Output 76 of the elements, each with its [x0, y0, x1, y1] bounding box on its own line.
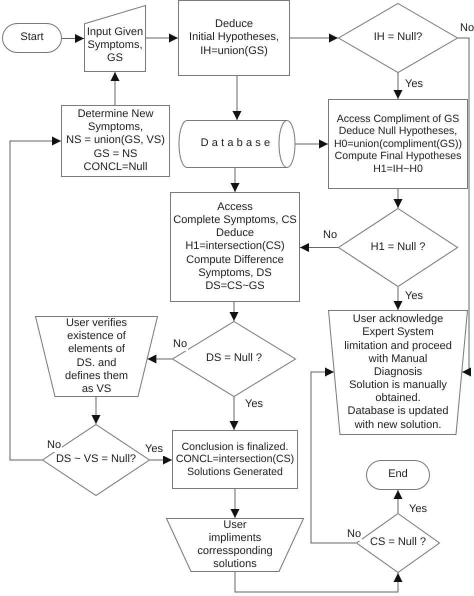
- node-text: Complete Symptoms, CS: [173, 214, 297, 228]
- decision-diamond: [338, 208, 458, 287]
- node-text: User verifies existence of elements of DS. and defines them as VS: [64, 316, 129, 396]
- edge-label: No: [172, 338, 188, 351]
- edge-label: No: [46, 439, 62, 452]
- database-cylinder: [179, 120, 295, 168]
- node-text: NS = union(GS, VS): [66, 134, 165, 148]
- node-text: H1 = Null ?: [370, 240, 426, 254]
- arrow: [234, 572, 402, 592]
- terminal-shape: [366, 460, 430, 490]
- arrow: [300, 243, 338, 252]
- node-text: Deduce Null Hypotheses,: [338, 125, 458, 138]
- process-box: [61, 105, 170, 177]
- arrow: [230, 396, 238, 430]
- process-box: [178, 0, 290, 76]
- arrow: [230, 302, 238, 322]
- node-text: DS ~ VS = Null?: [56, 453, 136, 467]
- node-text: Compute Difference: [186, 254, 284, 267]
- node-text: DS=CS~GS: [205, 280, 265, 294]
- arrow: [290, 34, 338, 42]
- edge-label: No: [346, 528, 362, 541]
- node-text: Database is updated with new solution.: [346, 405, 450, 432]
- arrow: [458, 38, 472, 376]
- arrow: [92, 396, 100, 424]
- arrow: [230, 488, 240, 518]
- decision-diamond: [172, 321, 296, 397]
- node-text: Start: [20, 31, 44, 45]
- manual-operation-shape: [35, 316, 158, 397]
- node-text: Determine New Symptoms,: [76, 108, 154, 134]
- arrow: [146, 34, 178, 42]
- manual-input-shape: [84, 5, 146, 72]
- arrow: [310, 368, 356, 544]
- arrow: [394, 72, 402, 100]
- arrow: [10, 136, 62, 460]
- arrow: [110, 72, 120, 106]
- process-box: [170, 192, 300, 302]
- arrow: [394, 188, 402, 208]
- node-text: CS = Null ?: [370, 536, 426, 550]
- node-text: Input Given Symptoms, GS: [86, 26, 144, 66]
- node-text: H1=intersection(CS): [185, 240, 285, 254]
- arrow: [62, 34, 84, 43]
- node-text: IH = Null?: [374, 31, 422, 45]
- node-text: Conclusion is finalized.: [182, 440, 288, 454]
- node-text: GS = NS: [94, 148, 138, 161]
- node-text: CONCL=intersection(CS): [176, 453, 294, 466]
- manual-operation-shape: [328, 310, 468, 435]
- node-text: DS = Null ?: [206, 352, 262, 366]
- node-text: Solution is manually obtained.: [348, 379, 448, 406]
- node-text: IH=union(GS): [200, 44, 268, 58]
- node-text: Compute Final Hypotheses: [334, 150, 462, 163]
- arrow: [294, 140, 328, 148]
- node-text: H0=union(compliment(GS)): [334, 138, 462, 150]
- node-text: Deduce: [215, 18, 253, 32]
- node-text: Deduce: [216, 227, 254, 240]
- manual-operation-shape: [166, 518, 304, 572]
- arrow: [232, 76, 242, 120]
- process-box: [172, 430, 298, 489]
- process-box: [328, 99, 468, 189]
- node-text: Access: [217, 200, 253, 214]
- node-text: End: [388, 468, 408, 482]
- node-text: User acknowledge Expert System limitation and proceed with Manual Diagnosis: [344, 313, 452, 380]
- node-text: Solutions Generated: [187, 466, 283, 478]
- arrow: [394, 490, 402, 514]
- node-text: Access Compliment of GS: [336, 112, 460, 126]
- node-text: H1=IH~H0: [373, 162, 423, 176]
- node-text: Symptoms, DS: [198, 266, 272, 280]
- arrow: [150, 456, 172, 464]
- node-text: User impliments corressponding solutions: [196, 518, 274, 572]
- decision-diamond: [338, 3, 458, 73]
- terminal-shape: [2, 23, 62, 53]
- arrow: [230, 168, 240, 192]
- arrow: [146, 354, 172, 364]
- node-text: Database: [200, 137, 274, 151]
- node-text: CONCL=Null: [84, 160, 148, 174]
- arrow: [394, 286, 402, 310]
- node-text: Initial Hypotheses,: [189, 31, 279, 45]
